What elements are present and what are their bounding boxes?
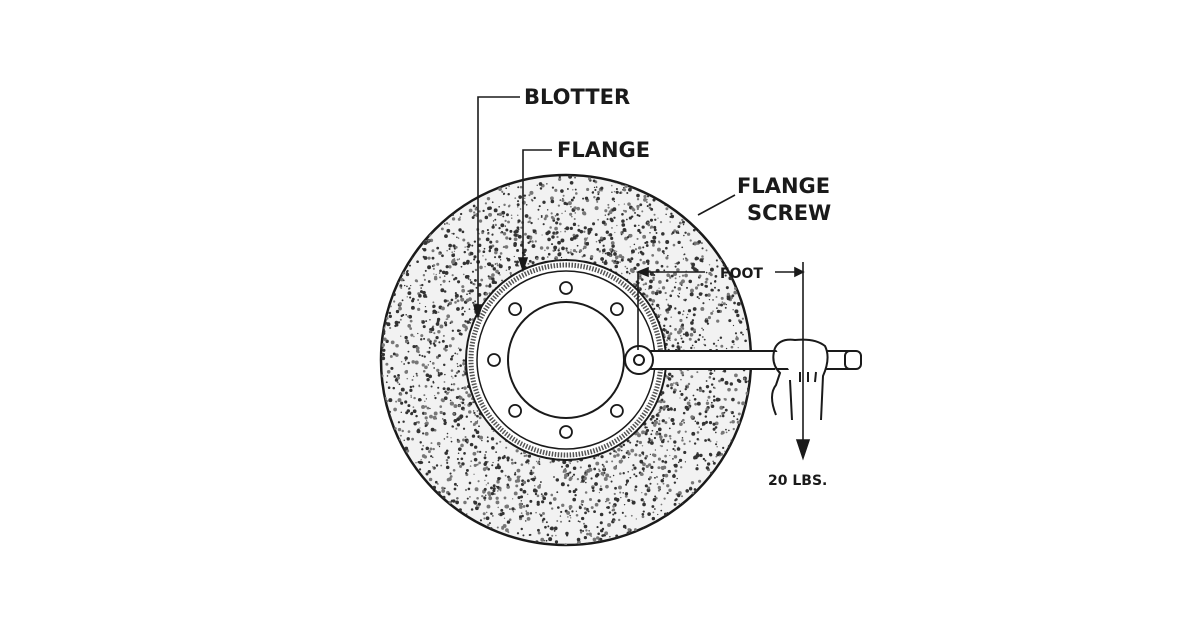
flange-label: FLANGE xyxy=(557,138,650,162)
flange-screw-hole xyxy=(610,302,624,316)
flange-screw-hole xyxy=(508,404,522,418)
arbor-hole xyxy=(507,301,625,419)
dimension-lines xyxy=(472,96,811,461)
foot-label: FOOT xyxy=(720,266,763,282)
flange-screw-hole xyxy=(508,302,522,316)
flange-screw-hole xyxy=(610,404,624,418)
wrench-socket-hole xyxy=(633,354,645,366)
wrench-handle-end xyxy=(844,350,862,370)
flange-screw-label-line2: SCREW xyxy=(747,201,831,225)
hand-icon xyxy=(771,338,829,421)
wheel xyxy=(379,173,753,547)
blotter-label: BLOTTER xyxy=(524,85,630,109)
flange-screw-hole xyxy=(559,425,573,439)
flange-screw-hole xyxy=(487,353,501,367)
flange-screw-label-line1: FLANGE xyxy=(737,174,830,198)
force-label: 20 LBS. xyxy=(768,473,827,489)
flange-screw-hole xyxy=(559,281,573,295)
